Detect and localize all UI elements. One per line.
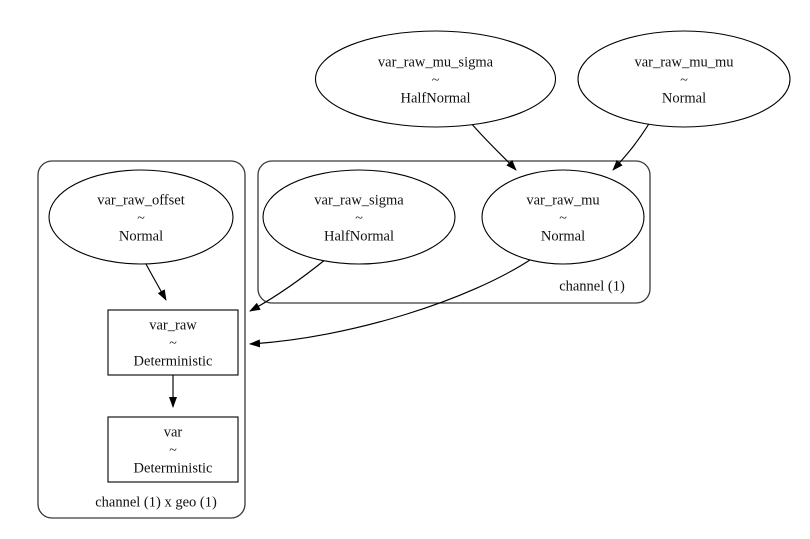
node-var-raw-mu-sigma-distribution: HalfNormal	[400, 90, 470, 106]
node-var-raw-mu-tilde: ~	[559, 211, 567, 226]
edge-var-raw-mu-to-var-raw	[249, 257, 534, 348]
node-var-raw-mu[interactable]: var_raw_mu ~ Normal	[481, 169, 645, 265]
node-var-raw-mu-shape[interactable]	[481, 169, 645, 265]
edge-var-raw-mu-mu-to-var-raw-mu	[612, 121, 651, 171]
node-var-raw-mu-mu-shape[interactable]	[577, 30, 791, 128]
node-var-raw-offset[interactable]: var_raw_offset ~ Normal	[48, 169, 234, 265]
node-var-raw-tilde: ~	[169, 336, 177, 351]
node-var-raw-mu-mu[interactable]: var_raw_mu_mu ~ Normal	[577, 30, 791, 128]
node-var-raw-mu-distribution: Normal	[541, 228, 585, 244]
plate-channel-label: channel (1)	[559, 278, 625, 294]
node-var-raw-sigma[interactable]: var_raw_sigma ~ HalfNormal	[262, 169, 456, 265]
plate-channel-geo: channel (1) x geo (1)	[37, 160, 246, 519]
node-var-raw-offset-shape[interactable]	[48, 169, 234, 265]
plate-channel-border	[257, 160, 651, 304]
node-var[interactable]: var ~ Deterministic	[107, 416, 239, 483]
node-var-raw-offset-tilde: ~	[137, 211, 145, 226]
edge-var-raw-sigma-to-var-raw	[249, 258, 327, 312]
plate-channel-geo-border	[37, 160, 246, 519]
node-var-distribution: Deterministic	[134, 460, 213, 476]
edge-var-raw-offset-to-var-raw	[145, 263, 167, 301]
node-var-raw-sigma-shape[interactable]	[262, 169, 456, 265]
node-var-raw-sigma-distribution: HalfNormal	[324, 228, 394, 244]
node-var-raw-mu-sigma[interactable]: var_raw_mu_sigma ~ HalfNormal	[314, 30, 557, 128]
node-var-raw-offset-distribution: Normal	[119, 228, 163, 244]
node-var-raw-shape[interactable]	[107, 309, 239, 376]
node-var-raw-mu-mu-tilde: ~	[680, 73, 688, 88]
plate-channel-geo-label: channel (1) x geo (1)	[95, 494, 217, 510]
node-var-raw-distribution: Deterministic	[134, 353, 213, 369]
node-var-raw-name: var_raw	[149, 317, 197, 333]
node-var-raw-sigma-name: var_raw_sigma	[314, 192, 404, 208]
node-var-raw-mu-mu-distribution: Normal	[662, 90, 706, 106]
node-var-shape[interactable]	[107, 416, 239, 483]
node-var-raw-mu-name: var_raw_mu	[526, 192, 599, 208]
nodes-layer: var_raw_mu_sigma ~ HalfNormal var_raw_mu…	[48, 30, 791, 483]
node-var-raw-mu-mu-name: var_raw_mu_mu	[634, 54, 733, 70]
plates-layer: channel (1) x geo (1) channel (1)	[37, 160, 651, 519]
node-var-tilde: ~	[169, 443, 177, 458]
plate-channel: channel (1)	[257, 160, 651, 304]
node-var-raw-offset-name: var_raw_offset	[97, 192, 185, 208]
node-var-raw-mu-sigma-shape[interactable]	[314, 30, 557, 128]
node-var-raw-sigma-tilde: ~	[355, 211, 363, 226]
edge-var-raw-mu-sigma-to-var-raw-mu	[469, 121, 517, 171]
node-var-raw[interactable]: var_raw ~ Deterministic	[107, 309, 239, 376]
node-var-raw-mu-sigma-tilde: ~	[432, 73, 440, 88]
node-var-name: var	[164, 424, 183, 440]
node-var-raw-mu-sigma-name: var_raw_mu_sigma	[378, 54, 494, 70]
edges-layer	[145, 121, 651, 408]
